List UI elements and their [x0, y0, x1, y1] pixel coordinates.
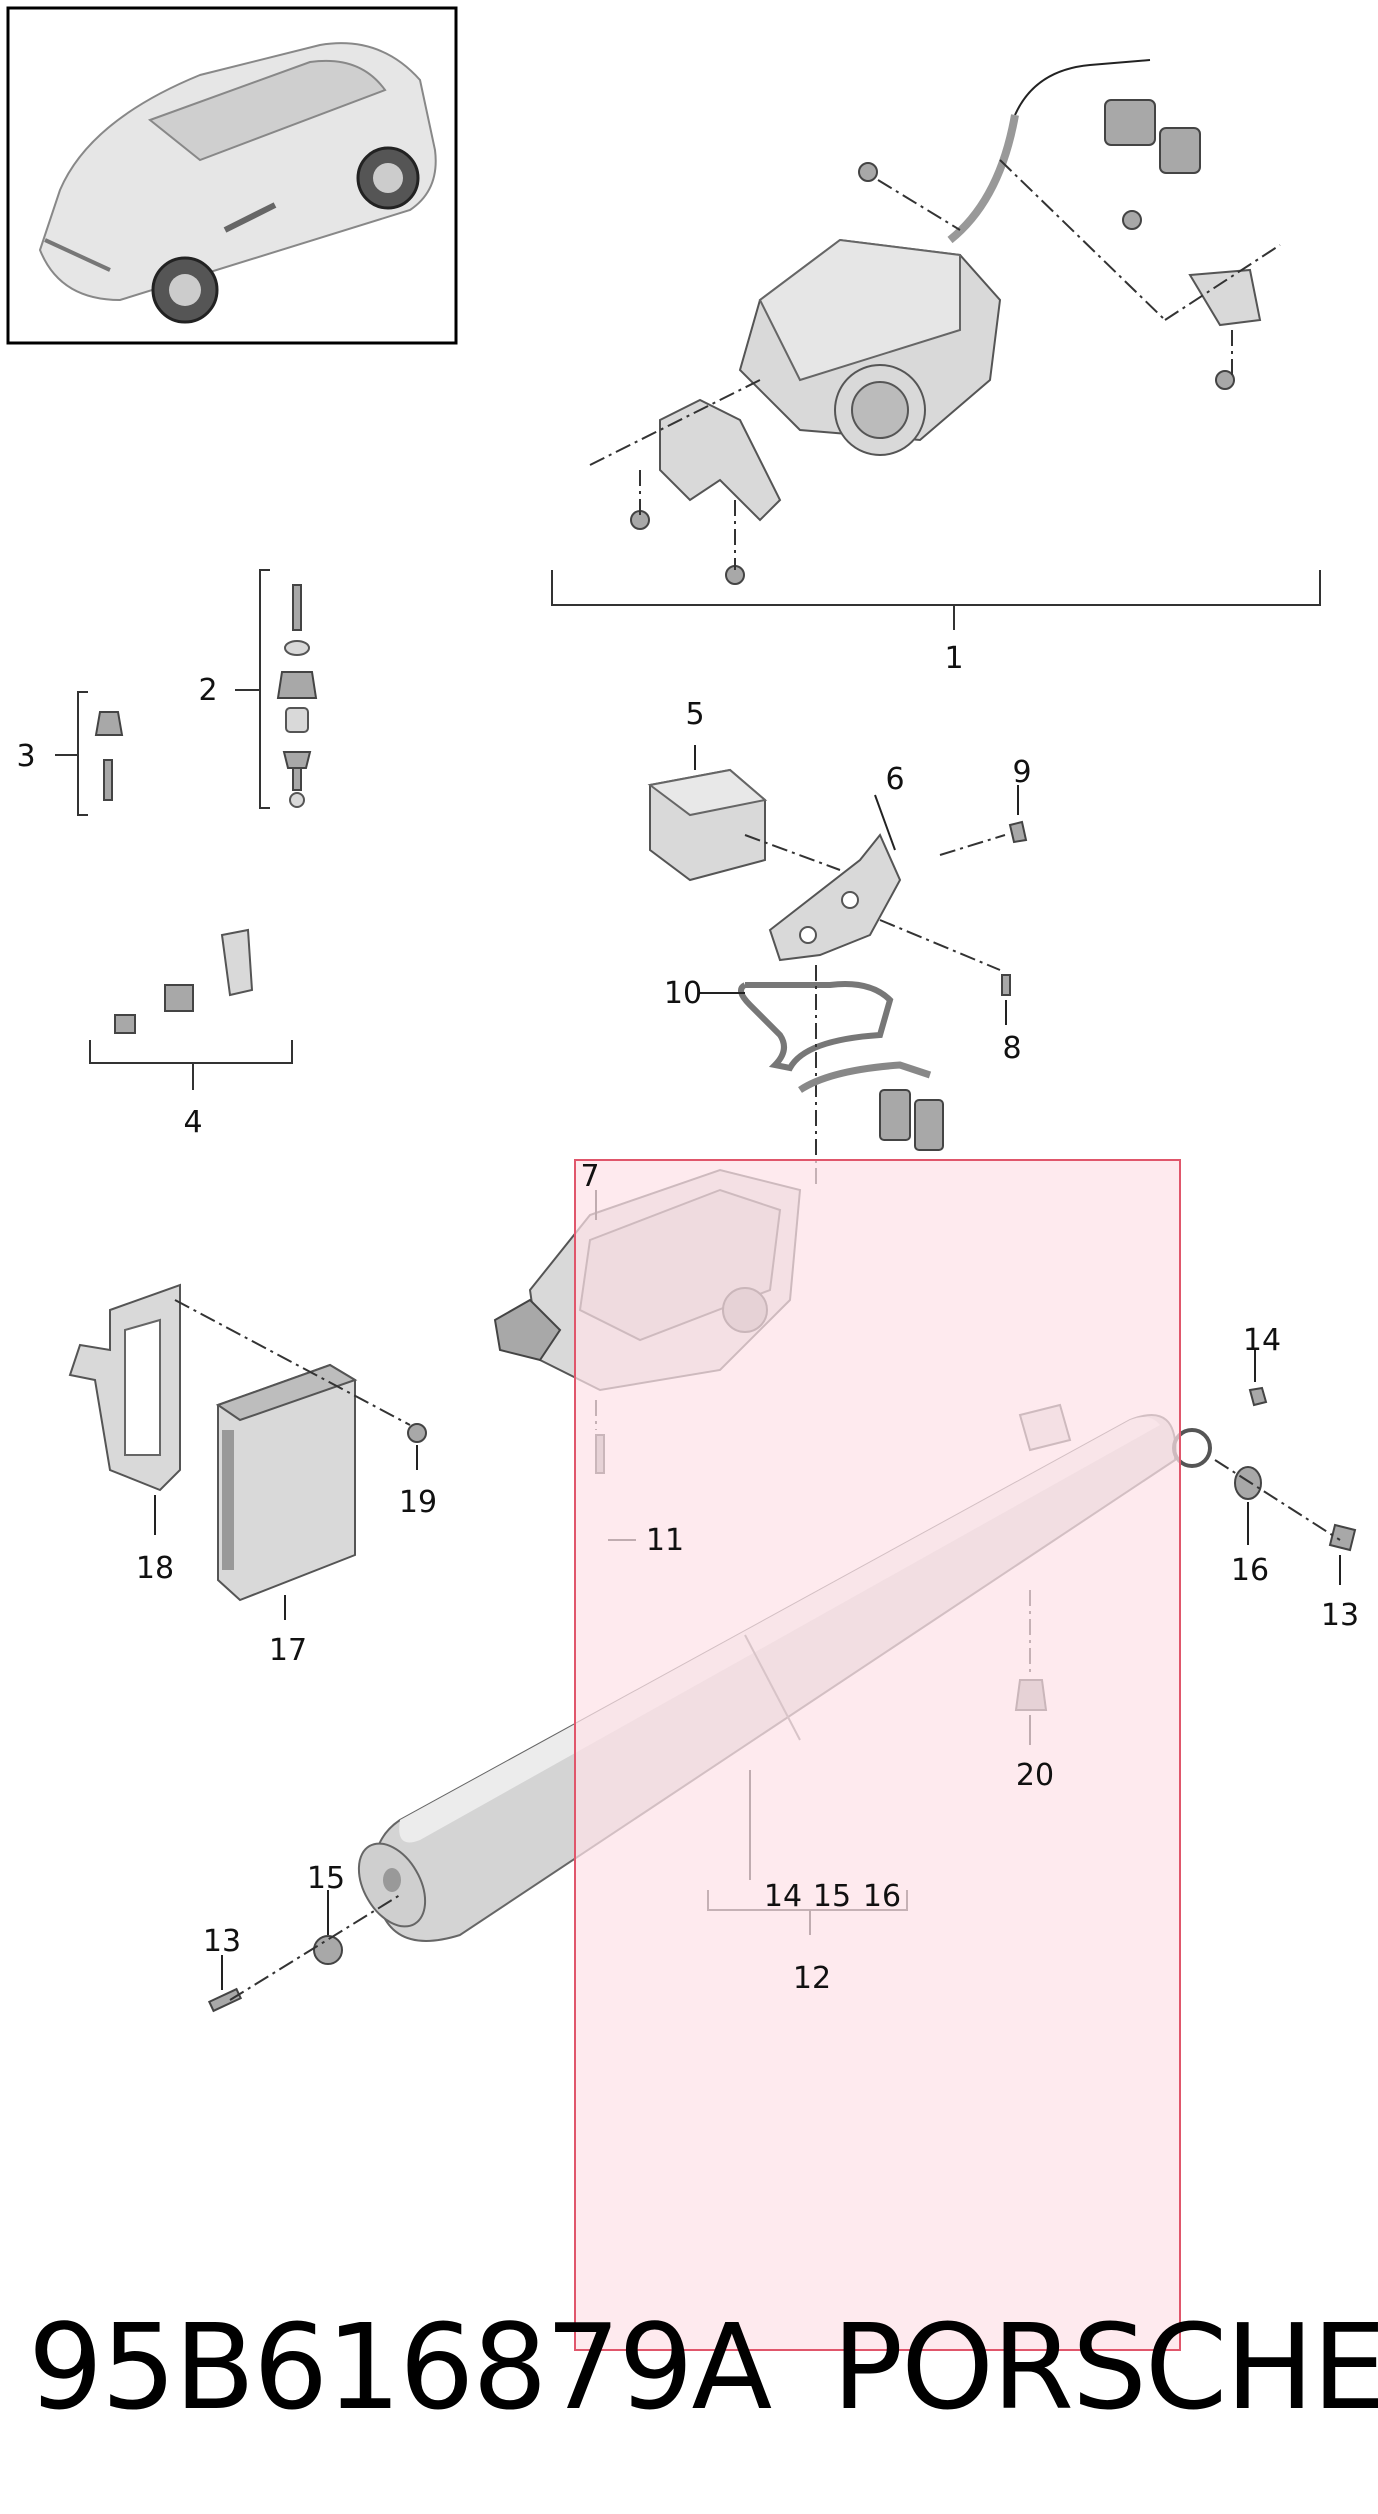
callout-16-group: 16 [863, 1879, 901, 1914]
callout-15-left: 15 [307, 1861, 345, 1896]
brand-name: PORSCHE [832, 2298, 1378, 2436]
callout-10: 10 [664, 976, 702, 1011]
mounting-kit [55, 569, 318, 816]
callout-18: 18 [136, 1551, 174, 1586]
callout-12: 12 [793, 1961, 831, 1996]
relay-bracket-group [647, 745, 1028, 1185]
callout-labels: 1 2 3 4 5 6 7 8 9 10 11 12 13 13 14 14 1… [16, 641, 1359, 1996]
callout-14-right: 14 [1243, 1323, 1281, 1358]
compressor-assembly-top [551, 59, 1321, 630]
callout-19: 19 [399, 1485, 437, 1520]
highlight-box [574, 1159, 1181, 2351]
callout-11: 11 [646, 1523, 684, 1558]
callout-6: 6 [885, 762, 904, 797]
callout-4: 4 [183, 1105, 202, 1140]
callout-20: 20 [1016, 1758, 1054, 1793]
callout-8: 8 [1002, 1031, 1021, 1066]
vehicle-inset [6, 6, 458, 345]
callout-13-right: 13 [1321, 1598, 1359, 1633]
callout-2: 2 [198, 673, 217, 708]
callout-9: 9 [1012, 755, 1031, 790]
callout-15-group: 15 [813, 1879, 851, 1914]
callout-1: 1 [944, 641, 963, 676]
callout-16-right: 16 [1231, 1553, 1269, 1588]
callout-17: 17 [269, 1633, 307, 1668]
callout-3: 3 [16, 739, 35, 774]
control-unit-group [68, 1283, 427, 1620]
callout-5: 5 [685, 697, 704, 732]
callout-14-group: 14 [764, 1879, 802, 1914]
callout-7: 7 [580, 1159, 599, 1194]
part-number: 95B616879A [28, 2298, 772, 2436]
callout-13-left: 13 [203, 1924, 241, 1959]
clip-kit [89, 928, 293, 1090]
